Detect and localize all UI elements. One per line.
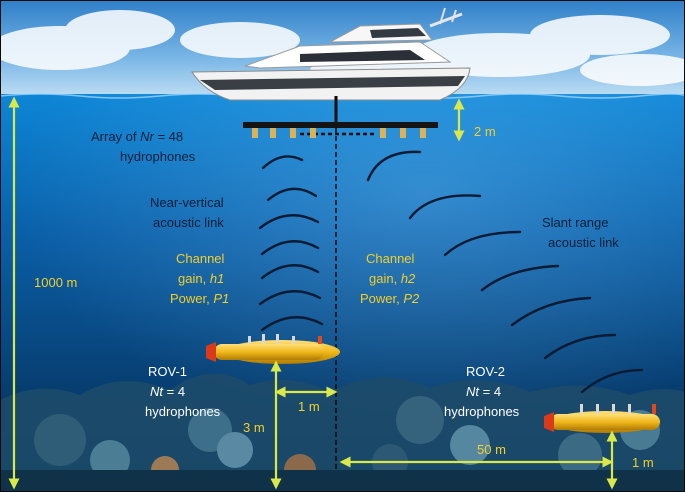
near-vertical-label-1: Near-vertical bbox=[150, 195, 224, 210]
rov1-height-label: 3 m bbox=[243, 420, 265, 435]
rov1-name-label: ROV-1 bbox=[148, 364, 187, 379]
rov1-nt-label: Nt = 4 bbox=[150, 384, 185, 399]
channel1-label-1: Channel bbox=[176, 251, 225, 266]
hydrophone-element-icon bbox=[252, 128, 426, 138]
near-vertical-wave-arcs bbox=[258, 155, 324, 332]
rov2-name-label: ROV-2 bbox=[466, 364, 505, 379]
horizontal-range-label: 50 m bbox=[477, 442, 506, 457]
channel2-power-label: Power, P2 bbox=[360, 291, 420, 306]
slant-range-wave-arcs bbox=[366, 150, 644, 394]
channel1-power-label: Power, P1 bbox=[170, 291, 229, 306]
near-vertical-label-2: acoustic link bbox=[153, 215, 224, 230]
array-label-line2: hydrophones bbox=[120, 149, 196, 164]
rov1-offset-label: 1 m bbox=[298, 399, 320, 414]
slant-range-label-2: acoustic link bbox=[548, 235, 619, 250]
surface-yacht bbox=[191, 7, 471, 101]
array-depth-label: 2 m bbox=[474, 124, 496, 139]
rov2-nt-label: Nt = 4 bbox=[466, 384, 501, 399]
hydrophone-array bbox=[243, 96, 438, 138]
array-label-line1: Array of Nr = 48 bbox=[91, 129, 183, 144]
rov1-hydrophones-label: hydrophones bbox=[145, 404, 221, 419]
dimension-lines bbox=[8, 96, 618, 490]
rov2-height-label: 1 m bbox=[632, 455, 654, 470]
channel2-gain-label: gain, h2 bbox=[369, 271, 416, 286]
depth-label: 1000 m bbox=[34, 275, 77, 290]
rov-1-vehicle bbox=[206, 334, 340, 364]
rov2-hydrophones-label: hydrophones bbox=[444, 404, 520, 419]
channel1-gain-label: gain, h1 bbox=[178, 271, 224, 286]
slant-range-label-1: Slant range bbox=[542, 215, 609, 230]
rov-2-vehicle bbox=[544, 404, 660, 433]
channel2-label-1: Channel bbox=[366, 251, 415, 266]
